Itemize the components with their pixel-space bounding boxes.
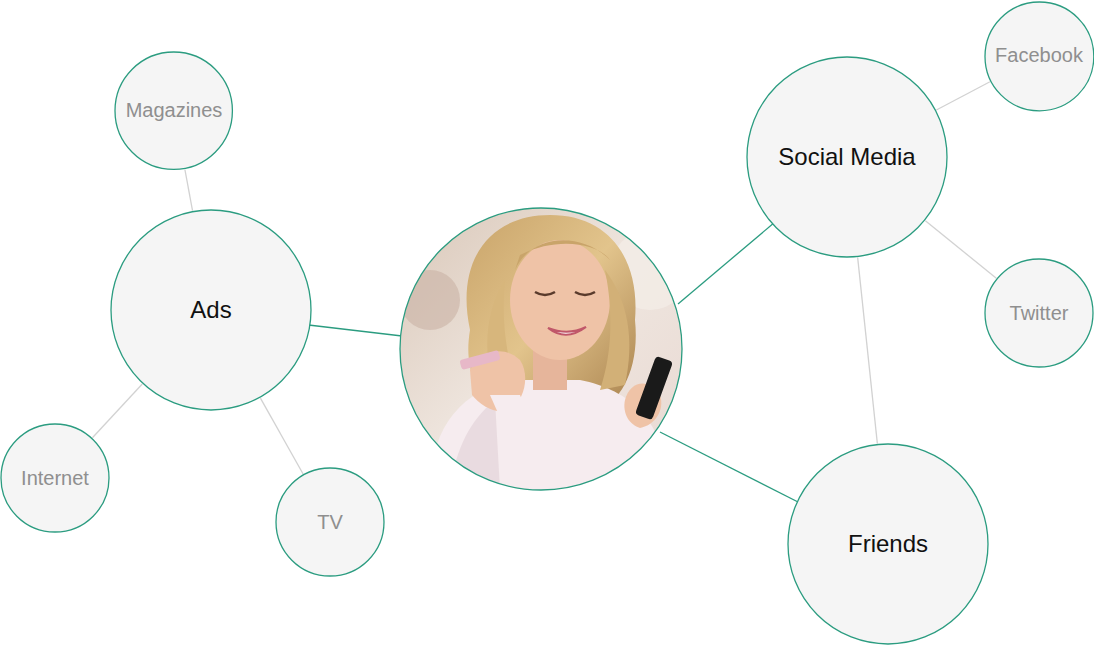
node-label: Friends	[848, 530, 928, 558]
topic-circle: Friends	[787, 443, 989, 645]
connector	[92, 384, 142, 438]
channel-circle: Facebook	[984, 1, 1094, 112]
connector	[185, 170, 193, 211]
connector	[936, 82, 990, 110]
connector	[260, 398, 303, 474]
connector	[925, 221, 996, 279]
node-label: Facebook	[995, 44, 1083, 67]
channel-circle: TV	[275, 467, 385, 577]
connector	[858, 257, 878, 443]
node-label: Social Media	[778, 143, 915, 171]
woman-photo	[400, 208, 690, 490]
link-line	[300, 324, 402, 336]
channel-circle: Internet	[0, 423, 110, 533]
node-label: Internet	[21, 467, 89, 490]
node-label: TV	[317, 511, 343, 534]
topic-circle: Ads	[110, 209, 312, 411]
link-line	[678, 222, 775, 304]
node-label: Twitter	[1010, 302, 1069, 325]
photo-border	[400, 208, 682, 490]
channel-circle: Twitter	[984, 258, 1094, 368]
node-label: Ads	[190, 296, 231, 324]
channel-circle: Magazines	[114, 51, 233, 170]
node-label: Magazines	[126, 99, 223, 122]
link-line	[660, 432, 800, 503]
topic-circle: Social Media	[746, 56, 948, 258]
